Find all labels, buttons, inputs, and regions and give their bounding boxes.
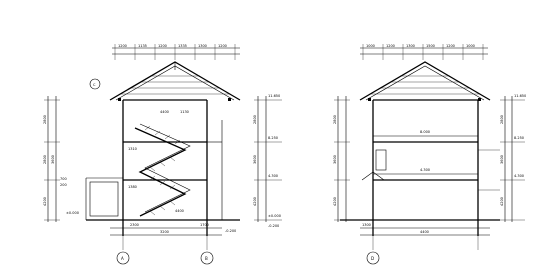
left-top-dim-4: 1335 (178, 44, 187, 48)
right-floor-dimensions: 8.000 4.300 (420, 130, 430, 172)
left-top-dim-3: 1200 (158, 44, 167, 48)
right-bottom-dims: 1300 4400 (360, 223, 490, 250)
left-bottom-dim-3: 3200 (160, 230, 169, 234)
right-top-dim-5: 1200 (446, 44, 455, 48)
right-top-dim-3: 1300 (406, 44, 415, 48)
right-lvert-dim-1: 2800 (333, 115, 337, 124)
right-top-dim-6: 1000 (466, 44, 475, 48)
left-room-dim-4: 1380 (128, 185, 137, 189)
right-floor-dim-2: 4.300 (420, 168, 430, 172)
right-section: 1000 1200 1300 1500 1200 1000 (333, 44, 526, 265)
right-left-vertical-dims: 2800 3600 4200 (333, 96, 350, 222)
left-side-note-1: 700 (60, 177, 67, 181)
left-rvert-dim-3: 4200 (253, 197, 257, 206)
left-bottom-dim-2: 1700 (200, 223, 209, 227)
right-elev-2: 8.250 (514, 136, 524, 140)
left-axis-bubbles: A B C (89, 78, 214, 265)
right-top-dim-2: 1200 (386, 44, 395, 48)
axis-label-B: B (205, 256, 208, 261)
left-room-dimensions: 4400 1130 1310 1380 4400 (128, 110, 189, 213)
left-staircase (134, 123, 191, 217)
left-vert-dim-2: 2800 (43, 155, 47, 164)
right-rvert-dim-1: 2800 (500, 115, 504, 124)
left-room-dim-5: 4400 (175, 209, 184, 213)
left-room-dim-3: 1310 (128, 147, 137, 151)
axis-label-A: A (121, 256, 124, 261)
left-elev-4: ±0.000 (268, 214, 281, 218)
left-elev-2: 8.250 (268, 136, 278, 140)
left-vertical-dims: 2800 2800 3600 4200 700 200 (43, 96, 67, 222)
right-top-dim-4: 1500 (426, 44, 435, 48)
left-top-dim-5: 1300 (198, 44, 207, 48)
right-roof (359, 61, 491, 101)
left-top-dim-2: 1135 (138, 44, 147, 48)
right-rvert-dim-3: 4200 (500, 197, 504, 206)
right-lvert-dim-3: 4200 (333, 197, 337, 206)
left-vert-dim-3: 3600 (51, 155, 55, 164)
left-elev-1: 11.650 (268, 94, 280, 98)
right-elev-1: 11.650 (514, 94, 526, 98)
axis-left-mark: C (93, 83, 96, 87)
right-top-dim-1: 1000 (366, 44, 375, 48)
left-bottom-dim-1: 2300 (130, 223, 139, 227)
left-bottom-dims: 2300 1700 3200 ±0.000 -0.200 (66, 211, 236, 250)
left-rvert-dim-2: 3600 (253, 155, 257, 164)
right-floor-dim-1: 8.000 (420, 130, 430, 134)
left-right-vertical-dims: 2800 3600 4200 11.650 8.250 4.300 ±0.000… (253, 94, 282, 228)
left-vert-dim-4: 4200 (43, 197, 47, 206)
right-right-vertical-dims: 2800 3600 4200 11.650 8.250 4.300 (500, 94, 526, 222)
left-room-dim-2: 1130 (180, 110, 189, 114)
left-level-2: -0.200 (225, 229, 236, 233)
right-elev-3: 4.300 (514, 174, 524, 178)
left-top-dimension-chain: 1200 1135 1200 1335 1300 1200 (112, 44, 240, 60)
right-bottom-dim-2: 4400 (420, 230, 429, 234)
left-rvert-dim-1: 2800 (253, 115, 257, 124)
left-elev-3: 4.300 (268, 174, 278, 178)
right-bottom-dim-1: 1300 (362, 223, 371, 227)
left-roof (109, 61, 241, 101)
right-walls (340, 99, 500, 236)
left-level-1: ±0.000 (66, 211, 79, 215)
left-elev-5: -0.200 (268, 224, 279, 228)
axis-label-D: D (371, 256, 374, 261)
right-rvert-dim-2: 3600 (500, 155, 504, 164)
left-walls (85, 99, 240, 236)
left-section: 1200 1135 1200 1335 1300 1200 (43, 44, 282, 265)
left-side-note-2: 200 (60, 183, 67, 187)
left-room-dim-1: 4400 (160, 110, 169, 114)
left-top-dim-6: 1200 (218, 44, 227, 48)
right-top-dimension-chain: 1000 1200 1300 1500 1200 1000 (360, 44, 488, 60)
right-lvert-dim-2: 3600 (333, 155, 337, 164)
right-axis-bubbles: D (366, 251, 380, 265)
left-top-dim-1: 1200 (118, 44, 127, 48)
left-vert-dim-1: 2800 (43, 115, 47, 124)
